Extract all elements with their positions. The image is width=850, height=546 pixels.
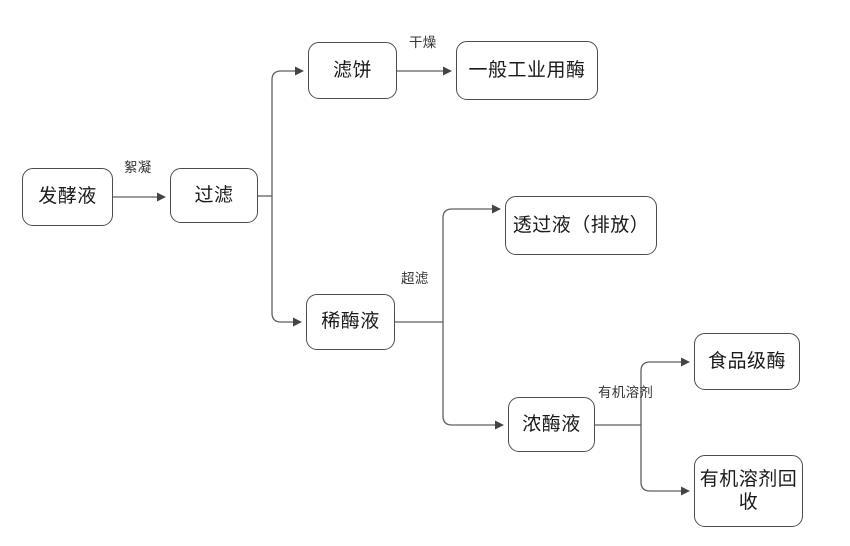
- node-solvent-recovery[interactable]: 有机溶剂回 收: [694, 455, 803, 527]
- edge-label-text-drying: 干燥: [409, 35, 437, 50]
- edge-label-organic-solvent: 有机溶剂: [598, 385, 654, 401]
- node-fermentation-broth[interactable]: 发酵液: [22, 168, 113, 226]
- edge-paths: [113, 66, 690, 496]
- node-industrial-enzyme[interactable]: 一般工业用酶: [456, 41, 598, 100]
- node-permeate-discharge[interactable]: 透过液（排放）: [505, 196, 657, 255]
- node-label-filter-cake: 滤饼: [332, 59, 372, 81]
- edge-dilute-enzyme-to-concentrated-enzyme: [442, 322, 504, 430]
- node-label-food-grade-enzyme: 食品级酶: [707, 350, 786, 372]
- node-label-concentrated-enzyme-liquid: 浓酶液: [522, 413, 581, 435]
- edge-concentrated-enzyme-to-solvent-recovery: [640, 425, 690, 496]
- node-food-grade-enzyme[interactable]: 食品级酶: [694, 333, 800, 390]
- edge-concentrated-enzyme-to-food-grade: [640, 357, 690, 425]
- edge-dilute-enzyme-to-permeate: [442, 204, 501, 322]
- edge-filtration-to-filter-cake: [271, 66, 304, 196]
- node-label-dilute-enzyme-liquid: 稀酶液: [321, 311, 380, 333]
- edge-label-flocculation: 絮凝: [124, 160, 152, 176]
- node-label-fermentation-broth: 发酵液: [38, 186, 97, 208]
- node-label-industrial-enzyme: 一般工业用酶: [468, 59, 586, 81]
- node-filtration[interactable]: 过滤: [170, 168, 258, 223]
- node-filter-cake[interactable]: 滤饼: [308, 42, 397, 99]
- edge-label-text-organic-solvent: 有机溶剂: [598, 385, 654, 400]
- node-label-permeate-discharge: 透过液（排放）: [512, 214, 650, 236]
- edge-label-text-ultrafiltration: 超滤: [401, 271, 429, 286]
- node-concentrated-enzyme-liquid[interactable]: 浓酶液: [508, 397, 595, 452]
- edge-label-text-flocculation: 絮凝: [124, 160, 152, 175]
- edge-label-ultrafiltration: 超滤: [401, 271, 429, 287]
- node-label-solvent-recovery: 有机溶剂回 收: [699, 468, 798, 513]
- edge-filtration-to-dilute-enzyme: [271, 196, 302, 327]
- node-dilute-enzyme-liquid[interactable]: 稀酶液: [306, 294, 395, 350]
- edge-label-drying: 干燥: [409, 35, 437, 51]
- node-label-filtration: 过滤: [194, 184, 234, 206]
